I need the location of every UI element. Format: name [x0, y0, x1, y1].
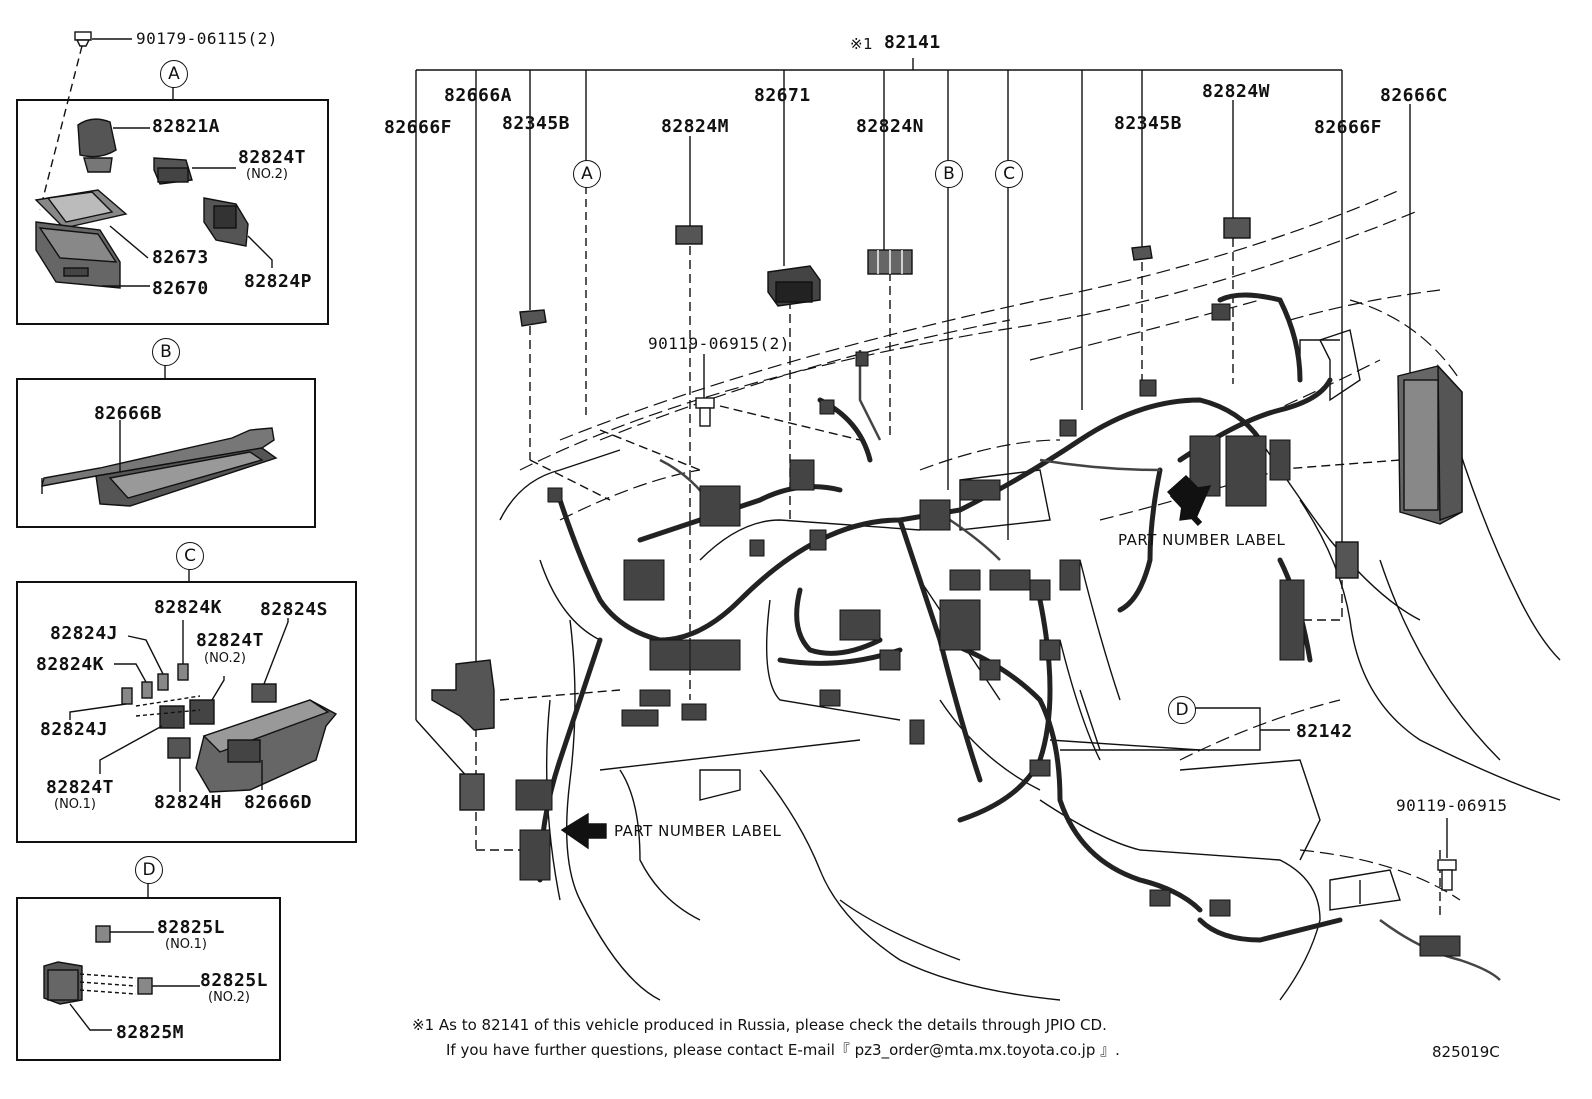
part-number-82670: 82670	[152, 278, 209, 299]
part-number-90119-06915: 90119-06915	[1396, 796, 1508, 815]
part-number-82824P: 82824P	[244, 271, 313, 292]
panel-b	[16, 378, 316, 528]
part-note-no2-a: (NO.2)	[246, 167, 288, 182]
part-note-no1-c: (NO.1)	[54, 797, 96, 812]
part-82670-icon	[35, 221, 121, 289]
part-number-82825L-no2: 82825L	[200, 970, 269, 991]
part-number-82666F-right: 82666F	[1314, 117, 1383, 138]
part-82666B-icon	[41, 427, 278, 507]
part-number-82666F-left: 82666F	[384, 117, 453, 138]
part-number-82142: 82142	[1296, 721, 1353, 742]
part-number-82824H: 82824H	[154, 792, 223, 813]
screw-90119-bottom-icon	[1437, 859, 1457, 891]
part-number-82824M: 82824M	[661, 116, 730, 137]
part-number-label-note-left: PART NUMBER LABEL	[614, 822, 782, 840]
part-note-no1-d: (NO.1)	[165, 937, 207, 952]
part-number-82821A: 82821A	[152, 116, 221, 137]
connector-82824H-icon	[167, 737, 191, 759]
screw-90179-icon	[74, 31, 92, 47]
part-82824T-no2-icon	[153, 157, 193, 185]
connector-82824N-icon	[867, 249, 913, 275]
part-number-90179: 90179-06115(2)	[136, 29, 278, 48]
junction-block-82666C-icon	[1397, 364, 1463, 525]
clip-82345B-right-icon	[1131, 245, 1153, 261]
part-note-no2-d: (NO.2)	[208, 990, 250, 1005]
label-arrow-right-icon	[1166, 475, 1212, 527]
connector-82824M-icon	[675, 225, 703, 245]
part-number-82666D: 82666D	[244, 792, 313, 813]
part-number-82824T-c-no1: 82824T	[46, 777, 115, 798]
connector-82824J-left-icon	[121, 687, 133, 705]
part-number-82666A: 82666A	[444, 85, 513, 106]
part-number-82825M: 82825M	[116, 1022, 185, 1043]
part-number-82666C: 82666C	[1380, 85, 1449, 106]
part-number-82345B-left: 82345B	[502, 113, 571, 134]
part-82824P-icon	[203, 197, 249, 247]
part-number-82666B: 82666B	[94, 403, 163, 424]
connector-82824W-icon	[1223, 217, 1251, 239]
note-mark-top: ※1	[850, 35, 874, 53]
callout-c-left: C	[176, 542, 204, 570]
part-number-82671: 82671	[754, 85, 811, 106]
part-82825M-icon	[43, 961, 137, 1005]
part-number-82141: 82141	[884, 32, 941, 53]
callout-d-main: D	[1168, 696, 1196, 724]
connector-82671-icon	[767, 265, 821, 307]
label-arrow-left-icon	[560, 812, 607, 850]
part-number-label-note-right: PART NUMBER LABEL	[1118, 531, 1286, 549]
footnote-line-2: If you have further questions, please co…	[446, 1041, 1120, 1059]
part-82666D-icon	[195, 699, 338, 793]
connector-82824T-no2-c-icon	[189, 699, 215, 725]
part-number-82825L-no1: 82825L	[157, 917, 226, 938]
bracket-82666A-icon	[431, 659, 495, 731]
panel-a	[16, 99, 329, 325]
part-note-no2-c: (NO.2)	[204, 651, 246, 666]
part-number-82345B-right: 82345B	[1114, 113, 1183, 134]
callout-a-main: A	[573, 160, 601, 188]
screw-90119-top-icon	[695, 397, 715, 427]
part-number-82824K-c-left: 82824K	[36, 654, 105, 675]
callout-b-main: B	[935, 160, 963, 188]
callout-b-left: B	[152, 338, 180, 366]
part-number-90119-06915-2: 90119-06915(2)	[648, 334, 790, 353]
part-number-82824T-a: 82824T	[238, 147, 307, 168]
connector-82825L-no1-icon	[95, 925, 111, 943]
panel-c	[16, 581, 357, 843]
part-number-82824W: 82824W	[1202, 81, 1271, 102]
part-number-82673: 82673	[152, 247, 209, 268]
callout-c-main: C	[995, 160, 1023, 188]
callout-a-left: A	[160, 60, 188, 88]
part-number-82824N: 82824N	[856, 116, 925, 137]
part-number-82824K-c-top: 82824K	[154, 597, 223, 618]
footnote-line-1: ※1 As to 82141 of this vehicle produced …	[412, 1016, 1107, 1034]
bracket-82666F-left-icon	[459, 773, 485, 811]
diagram-code: 825019C	[1432, 1043, 1500, 1061]
connector-82824K-left-icon	[141, 681, 153, 699]
panel-d	[16, 897, 281, 1061]
bracket-82666F-right-icon	[1335, 541, 1359, 579]
callout-d-left: D	[135, 856, 163, 884]
part-number-82824T-c-no2: 82824T	[196, 630, 265, 651]
part-82673-icon	[34, 189, 128, 229]
part-number-82824S: 82824S	[260, 599, 329, 620]
clip-82345B-left-icon	[519, 309, 547, 327]
part-82821A-icon	[77, 118, 117, 173]
part-number-82824J-c-left: 82824J	[40, 719, 109, 740]
part-number-82824J-c-top: 82824J	[50, 623, 119, 644]
